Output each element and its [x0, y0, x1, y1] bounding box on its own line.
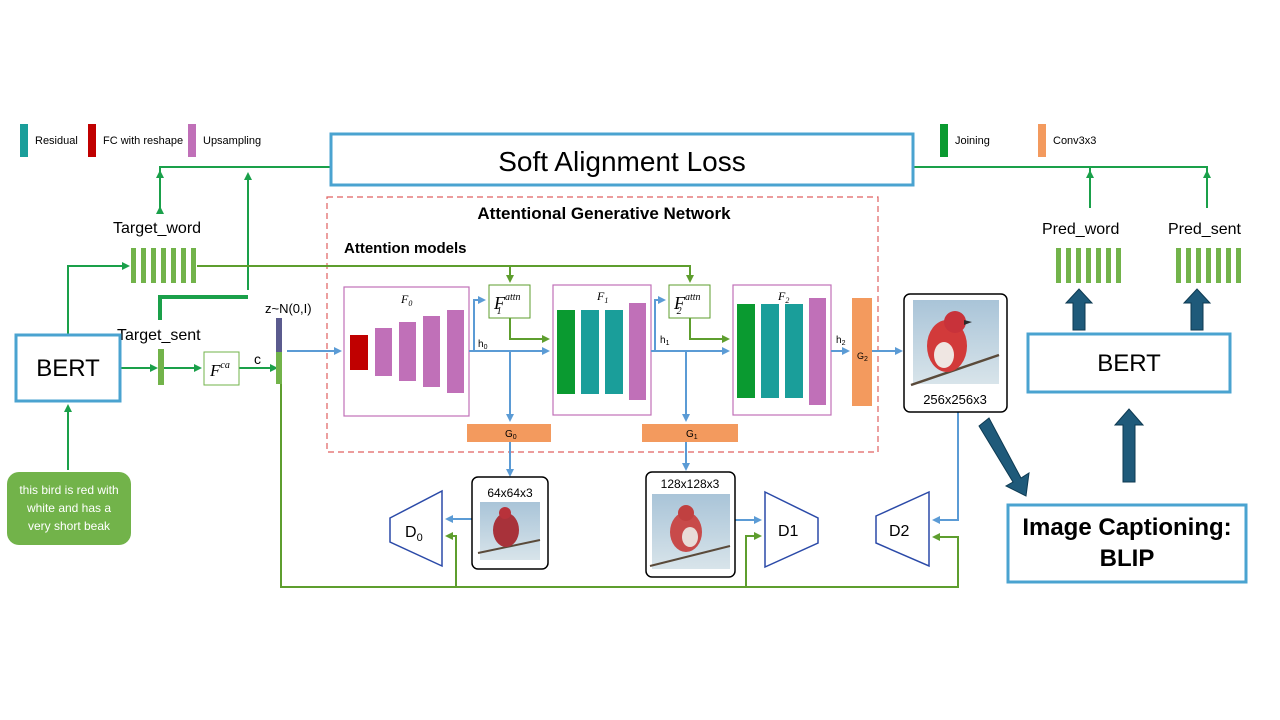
z-noise-label: z~N(0,I): [265, 301, 312, 316]
legend-upsampling-label: Upsampling: [203, 135, 261, 147]
bert-right-box: [1026, 332, 1232, 394]
legend-conv-label: Conv3x3: [1053, 135, 1096, 147]
g1-label: G1: [686, 429, 698, 441]
target-sent-label: Target_sent: [117, 327, 201, 344]
svg-text:256x256x3: 256x256x3: [923, 392, 987, 407]
image-captioning-box: [1006, 503, 1248, 584]
f0-block: F0: [343, 286, 470, 417]
soft-alignment-loss-box: [329, 132, 915, 187]
soft-alignment-loss-label: Soft Alignment Loss: [498, 146, 745, 177]
h0-label: h0: [478, 339, 488, 351]
g0-label: G0: [505, 429, 517, 441]
h1-label: h1: [660, 335, 670, 347]
target-word-label: Target_word: [113, 220, 201, 237]
olive-flow-lines: [197, 265, 959, 588]
c-label: c: [254, 351, 261, 367]
pred-sent-bars: [1176, 248, 1241, 283]
target-sent-bar: [158, 349, 164, 385]
pred-word-bars: [1056, 248, 1121, 283]
image-256-card: 256x256x3: [903, 293, 1008, 413]
d2-discriminator: D2: [875, 490, 930, 568]
dark-arrows: [978, 288, 1212, 497]
pred-word-label: Pred_word: [1042, 221, 1119, 238]
generative-network-title: Attentional Generative Network: [477, 204, 731, 223]
bert-left-label: BERT: [36, 355, 100, 382]
arrow-up-pred-sent-icon: [1182, 288, 1212, 331]
g2-label: G2: [857, 351, 868, 363]
svg-text:D0: D0: [405, 524, 423, 544]
arrow-up-bert-icon: [1113, 408, 1145, 483]
image-64-card: 64x64x3: [471, 476, 549, 570]
generative-network-frame: [326, 196, 879, 453]
target-word-bars: [131, 248, 196, 283]
f1-block: F1: [552, 284, 652, 416]
input-caption-bubble: [7, 472, 131, 545]
bert-left-box: [14, 333, 122, 403]
svg-text:D1: D1: [778, 523, 799, 540]
g1-block: [642, 424, 738, 442]
pred-sent-label: Pred_sent: [1168, 221, 1241, 238]
legend-residual-label: Residual: [35, 135, 78, 147]
svg-text:D2: D2: [889, 523, 910, 540]
fca-block: [203, 351, 240, 386]
bert-right-label: BERT: [1097, 350, 1161, 377]
f0-label: F0: [400, 292, 412, 308]
purple-swatch: [188, 124, 196, 157]
svg-text:Fca: Fca: [209, 360, 230, 380]
green-swatch: [940, 124, 948, 157]
teal-swatch: [20, 124, 28, 157]
bird-64-icon: [493, 513, 519, 547]
g0-block: [467, 424, 551, 442]
svg-text:F1: F1: [596, 289, 608, 305]
legend: Residual FC with reshape Upsampling Join…: [20, 124, 1096, 157]
svg-text:64x64x3: 64x64x3: [487, 486, 533, 500]
attention-models-label: Attention models: [344, 240, 467, 257]
d1-discriminator: D1: [764, 490, 819, 569]
captioning-line-2: BLIP: [1100, 545, 1155, 572]
orange-swatch: [1038, 124, 1046, 157]
left-side: Target_word Target_sent BERT Fca c z~N(0…: [7, 220, 312, 545]
caption-line-2: white and has a: [26, 501, 111, 515]
red-swatch: [88, 124, 96, 157]
svg-text:F2: F2: [777, 289, 789, 305]
legend-fc-label: FC with reshape: [103, 135, 183, 147]
h2-label: h2: [836, 335, 846, 347]
c-vector-bar: [276, 352, 282, 384]
right-side: Pred_word Pred_sent BERT Image Captionin…: [978, 221, 1248, 584]
image-128-card: 128x128x3: [645, 471, 736, 578]
z-noise-bar: [276, 318, 282, 352]
blue-flow-lines: [287, 296, 959, 524]
d0-discriminator: D0: [389, 489, 443, 568]
legend-joining-label: Joining: [955, 135, 990, 147]
arrow-to-captioning-icon: [978, 417, 1030, 497]
g2-block: [852, 298, 872, 406]
caption-line-3: very short beak: [28, 519, 111, 533]
caption-line-1: this bird is red with: [19, 483, 118, 497]
loss-connectors: [156, 166, 1211, 290]
f2-block: F2: [732, 284, 832, 416]
svg-text:128x128x3: 128x128x3: [661, 477, 720, 491]
arrow-up-pred-word-icon: [1064, 288, 1094, 331]
captioning-line-1: Image Captioning:: [1022, 514, 1231, 541]
